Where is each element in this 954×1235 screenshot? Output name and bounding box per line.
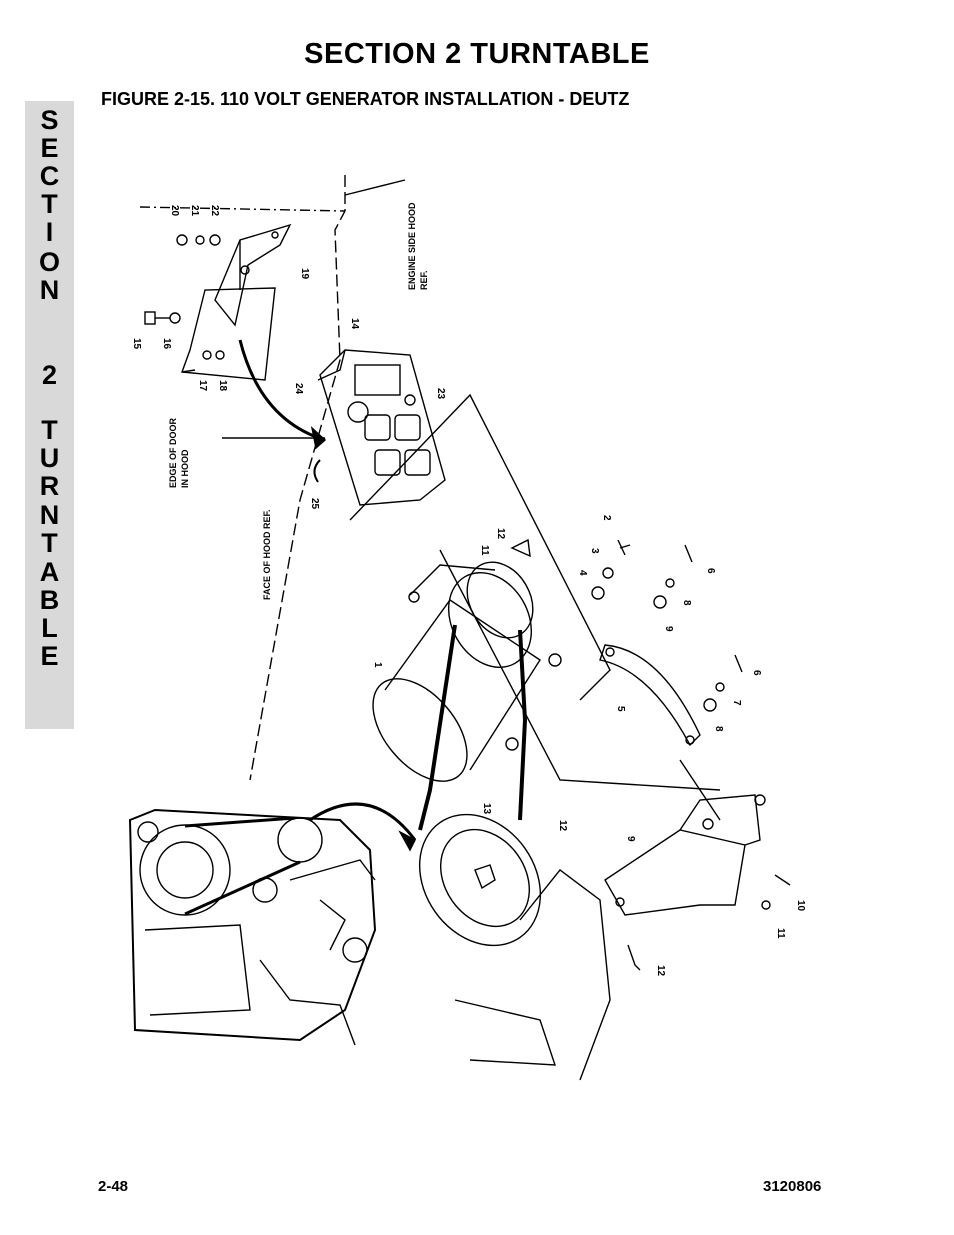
tab-letter: A xyxy=(39,557,60,587)
callout-6b: 6 xyxy=(751,670,762,676)
callout-5: 5 xyxy=(615,706,626,712)
callout-12: 12 xyxy=(655,965,666,977)
callout-20: 17 xyxy=(197,380,208,392)
page-number: 2-48 xyxy=(98,1178,129,1195)
callout-7a: 8 xyxy=(681,600,692,606)
tab-letter: I xyxy=(45,217,54,247)
callout-11: 11 xyxy=(775,928,786,939)
callout-15: 12 xyxy=(495,528,506,540)
tab-letter: E xyxy=(40,641,59,671)
callout-7b: 7 xyxy=(731,700,742,706)
callout-13: 12 xyxy=(557,820,568,832)
tab-letter: T xyxy=(41,189,58,219)
callout-23: 20 xyxy=(169,205,180,217)
tab-letter: E xyxy=(40,133,59,163)
tab-letter: N xyxy=(39,500,60,530)
edge-of-door-label: EDGE OF DOOR xyxy=(168,417,178,488)
callout-18: 15 xyxy=(131,338,142,350)
engine-side-hood-ref-label: REF. xyxy=(419,270,429,290)
tab-letter: L xyxy=(41,613,58,643)
tab-letter: T xyxy=(41,415,58,445)
callout-17: 14 xyxy=(349,318,360,330)
tab-letter: B xyxy=(39,585,60,615)
figure-title: FIGURE 2-15. 110 VOLT GENERATOR INSTALLA… xyxy=(101,89,630,109)
callout-16: 13 xyxy=(481,803,492,815)
tab-letter: R xyxy=(39,471,60,501)
engine-side-hood-label: ENGINE SIDE HOOD xyxy=(407,202,417,290)
tab-letter: C xyxy=(39,161,60,191)
document-number: 3120806 xyxy=(763,1178,822,1195)
callout-8a: 9 xyxy=(663,626,674,632)
tab-letter: O xyxy=(38,247,60,277)
callout-3: 3 xyxy=(589,548,600,554)
callout-28: 25 xyxy=(309,498,320,510)
callout-10: 10 xyxy=(795,900,806,912)
callout-24: 21 xyxy=(189,205,200,217)
face-of-hood-label: FACE OF HOOD REF. xyxy=(262,509,272,600)
callout-25: 22 xyxy=(209,205,220,217)
in-hood-label: IN HOOD xyxy=(180,449,190,488)
tab-letter: 2 xyxy=(41,360,58,390)
callout-27: 24 xyxy=(293,383,304,395)
callout-4: 4 xyxy=(577,570,588,576)
side-section-tab: S E C T I O N 2 T U R N T A B L E xyxy=(25,101,74,729)
callout-6a: 6 xyxy=(705,568,716,574)
callout-8b: 8 xyxy=(713,726,724,732)
callout-21: 18 xyxy=(217,380,228,392)
callout-14: 11 xyxy=(479,545,490,556)
tab-letter: N xyxy=(39,275,60,305)
section-title: SECTION 2 TURNTABLE xyxy=(304,38,650,70)
callout-26: 23 xyxy=(435,388,446,400)
callout-1: 1 xyxy=(372,662,383,668)
callout-22: 19 xyxy=(299,268,310,280)
callout-19: 16 xyxy=(161,338,172,350)
tab-letter: U xyxy=(39,443,60,473)
tab-letter: T xyxy=(41,528,58,558)
callout-2: 2 xyxy=(601,515,612,521)
callout-9: 9 xyxy=(625,836,636,842)
tab-letter: S xyxy=(40,105,59,135)
